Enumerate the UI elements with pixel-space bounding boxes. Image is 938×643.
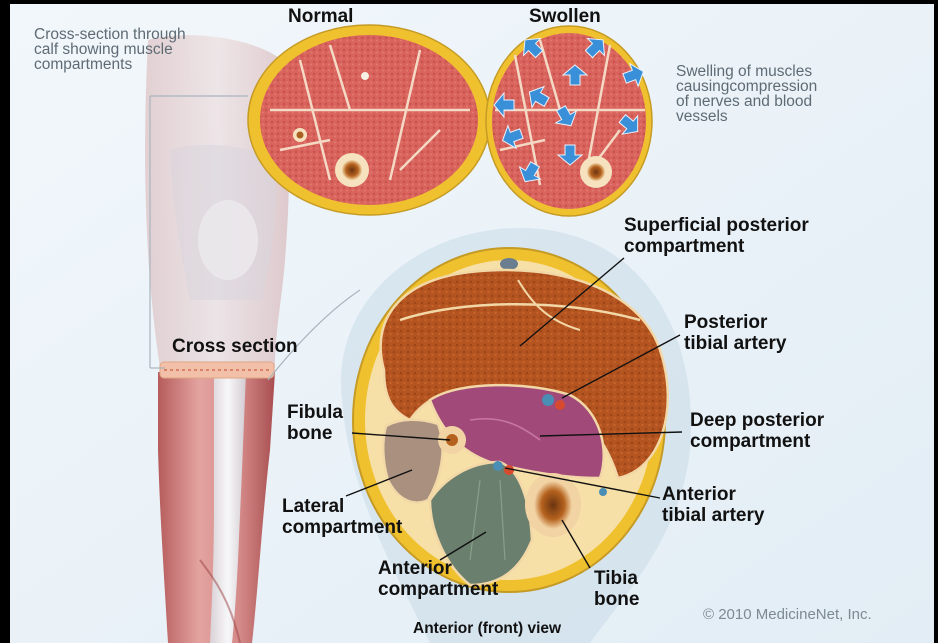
normal-label: Normal xyxy=(288,6,353,27)
swelling-note: Swelling of muscles causingcompression o… xyxy=(676,64,817,124)
deep-posterior-label: Deep posterior compartment xyxy=(690,410,824,452)
lateral-label: Lateral compartment xyxy=(282,496,402,538)
posterior-tibial-artery-label: Posterior tibial artery xyxy=(684,312,786,354)
anterior-tibial-artery-label: Anterior tibial artery xyxy=(662,484,764,526)
anterior-label: Anterior compartment xyxy=(378,558,498,600)
cross-section-label: Cross section xyxy=(172,336,298,357)
superficial-posterior-label: Superficial posterior compartment xyxy=(624,215,809,257)
swollen-label: Swollen xyxy=(529,6,601,27)
fibula-bone-label: Fibula bone xyxy=(287,402,343,444)
tibia-bone-label: Tibia bone xyxy=(594,568,639,610)
calf-note: Cross-section through calf showing muscl… xyxy=(34,27,186,72)
swollen-cross-section xyxy=(486,26,652,216)
view-caption: Anterior (front) view xyxy=(413,620,561,638)
copyright: © 2010 MedicineNet, Inc. xyxy=(703,606,872,623)
